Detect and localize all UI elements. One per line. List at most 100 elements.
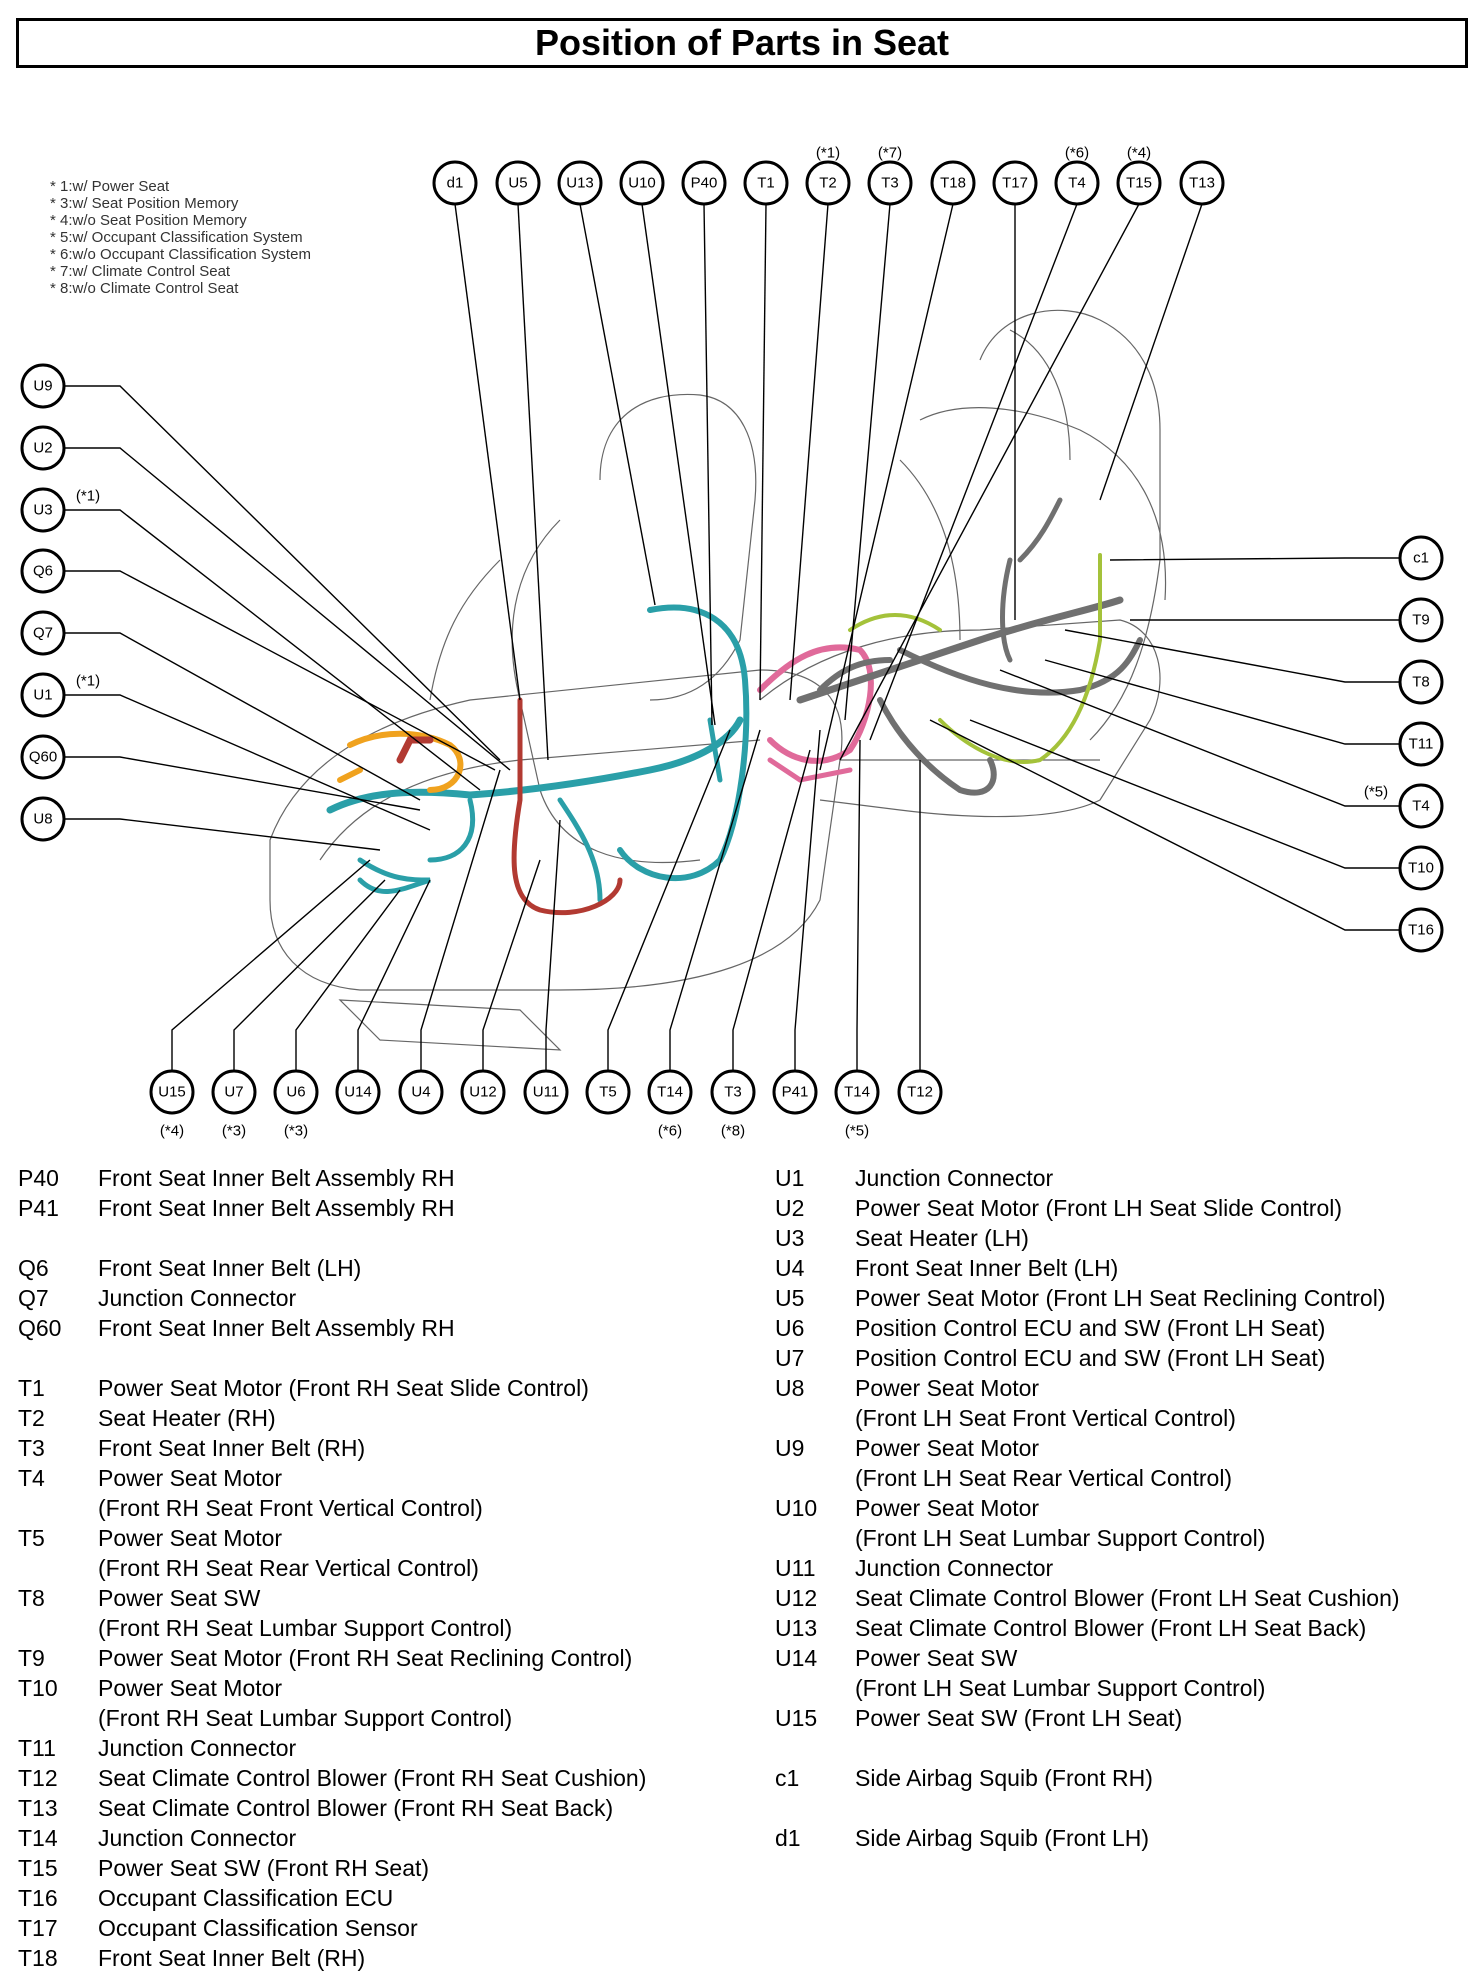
- callout-p40: P40: [681, 160, 727, 206]
- legend-row: (Front RH Seat Rear Vertical Control): [18, 1553, 646, 1583]
- legend-description: Power Seat Motor (Front LH Seat Slide Co…: [855, 1195, 1343, 1221]
- callout-u11: U11: [523, 1069, 569, 1115]
- legend-description: (Front RH Seat Lumbar Support Control): [98, 1705, 513, 1731]
- callout-circle: [930, 160, 976, 206]
- legend-code: T8: [18, 1585, 45, 1611]
- legend-description: Front Seat Inner Belt Assembly RH: [98, 1195, 455, 1221]
- legend-row: (Front RH Seat Lumbar Support Control): [18, 1613, 646, 1643]
- legend-code: T18: [18, 1945, 58, 1971]
- legend-description: Front Seat Inner Belt (RH): [98, 1435, 366, 1461]
- legend-code: U2: [775, 1195, 805, 1221]
- callout-note: (*3): [222, 1123, 246, 1140]
- harness-wire: [848, 613, 942, 632]
- legend-code: T9: [18, 1645, 45, 1671]
- legend-code: T12: [18, 1765, 58, 1791]
- callout-circle: [523, 1069, 569, 1115]
- legend-description: Occupant Classification ECU: [98, 1885, 394, 1911]
- callout-d1: d1: [432, 160, 478, 206]
- callout-circle: [647, 1069, 693, 1115]
- leader-line: [703, 203, 713, 726]
- legend-code: c1: [775, 1765, 800, 1791]
- legend-description: (Front RH Seat Rear Vertical Control): [98, 1555, 479, 1581]
- legend-code: T11: [18, 1735, 56, 1761]
- legend-row: P41 Front Seat Inner Belt Assembly RH: [18, 1193, 646, 1223]
- legend-spacer: [775, 1733, 1400, 1763]
- page-title: Position of Parts in Seat: [534, 22, 950, 63]
- harness-wire: [357, 857, 431, 895]
- callout-u7: U7(*3): [211, 1069, 257, 1140]
- legend-description: Power Seat SW (Front RH Seat): [98, 1855, 430, 1881]
- legend-code: U15: [775, 1705, 818, 1731]
- leader-line: [1099, 203, 1203, 501]
- callout-label: T13: [1189, 175, 1215, 192]
- harness-wire: [1017, 497, 1063, 563]
- legend-row: U14 Power Seat SW: [775, 1643, 1400, 1673]
- callout-label: P41: [782, 1084, 809, 1101]
- leader-line: [789, 203, 829, 701]
- legend-code: U14: [775, 1645, 818, 1671]
- legend-code: U4: [775, 1255, 805, 1281]
- callout-circle: [20, 796, 66, 842]
- callout-label: T8: [1412, 674, 1430, 691]
- harness-wire: [817, 657, 893, 693]
- callout-label: T3: [881, 175, 899, 192]
- callout-t17: T17: [992, 160, 1038, 206]
- callout-circle: [897, 1069, 943, 1115]
- callout-circle: [495, 160, 541, 206]
- footnote-item: * 3:w/ Seat Position Memory: [50, 195, 239, 212]
- legend-code: T13: [18, 1795, 58, 1821]
- callout-circle: [772, 1069, 818, 1115]
- callout-t14: T14(*6): [647, 1069, 693, 1140]
- legend-description: Seat Climate Control Blower (Front LH Se…: [855, 1585, 1400, 1611]
- callout-note: (*4): [1127, 145, 1151, 162]
- legend-description: Power Seat SW (Front LH Seat): [855, 1705, 1183, 1731]
- leader-line: [929, 719, 1400, 931]
- callout-u13: U13: [557, 160, 603, 206]
- callout-label: Q7: [33, 625, 53, 642]
- leader-line: [579, 203, 656, 606]
- callout-circle: [432, 160, 478, 206]
- legend-code: U9: [775, 1435, 805, 1461]
- legend-code: T4: [18, 1465, 45, 1491]
- wire-harness: [326, 497, 1143, 916]
- callout-circle: [1179, 160, 1225, 206]
- callout-t15: T15(*4): [1116, 145, 1162, 206]
- callout-note: (*1): [76, 673, 100, 690]
- leader-line: [64, 632, 421, 801]
- legend-row: (Front LH Seat Lumbar Support Control): [775, 1673, 1400, 1703]
- callout-u1: U1(*1): [20, 672, 100, 718]
- callout-label: T17: [1002, 175, 1028, 192]
- legend-code: U3: [775, 1225, 805, 1251]
- callout-circle: [398, 1069, 444, 1115]
- callout-label: T3: [724, 1084, 742, 1101]
- callout-label: U9: [33, 378, 52, 395]
- legend-code: P41: [18, 1195, 59, 1221]
- legend-code: [775, 1673, 855, 1703]
- callout-c1: c1: [1398, 535, 1444, 581]
- callout-label: U6: [286, 1084, 305, 1101]
- leader-line: [64, 694, 431, 831]
- callout-label: U5: [508, 175, 527, 192]
- leader-line: [732, 749, 811, 1071]
- legend-description: Side Airbag Squib (Front LH): [855, 1825, 1150, 1851]
- callout-u5: U5: [495, 160, 541, 206]
- harness-wire: [617, 604, 750, 882]
- callout-circle: [20, 734, 66, 780]
- legend-row: U15 Power Seat SW (Front LH Seat): [775, 1703, 1400, 1733]
- leader-line: [357, 879, 431, 1071]
- seat-outline: [269, 309, 1167, 1051]
- leader-line: [64, 509, 481, 791]
- legend-description: Power Seat SW: [855, 1645, 1018, 1671]
- legend-spacer: [775, 1793, 1400, 1823]
- legend-description: Junction Connector: [98, 1735, 297, 1761]
- callout-label: Q60: [29, 749, 57, 766]
- callout-circle: [585, 1069, 631, 1115]
